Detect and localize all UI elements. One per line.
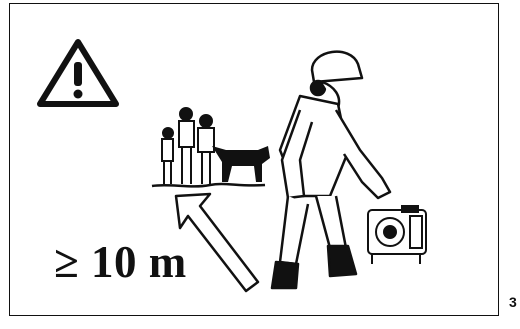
- minimum-distance-label: ≥ 10 m: [54, 236, 187, 288]
- bystanders: [162, 108, 214, 184]
- page-number: 3: [509, 294, 517, 310]
- warning-triangle-icon: [40, 42, 116, 104]
- engine-pump-icon: [368, 206, 426, 264]
- arrow-icon: [176, 194, 258, 291]
- dog-icon: [212, 146, 270, 182]
